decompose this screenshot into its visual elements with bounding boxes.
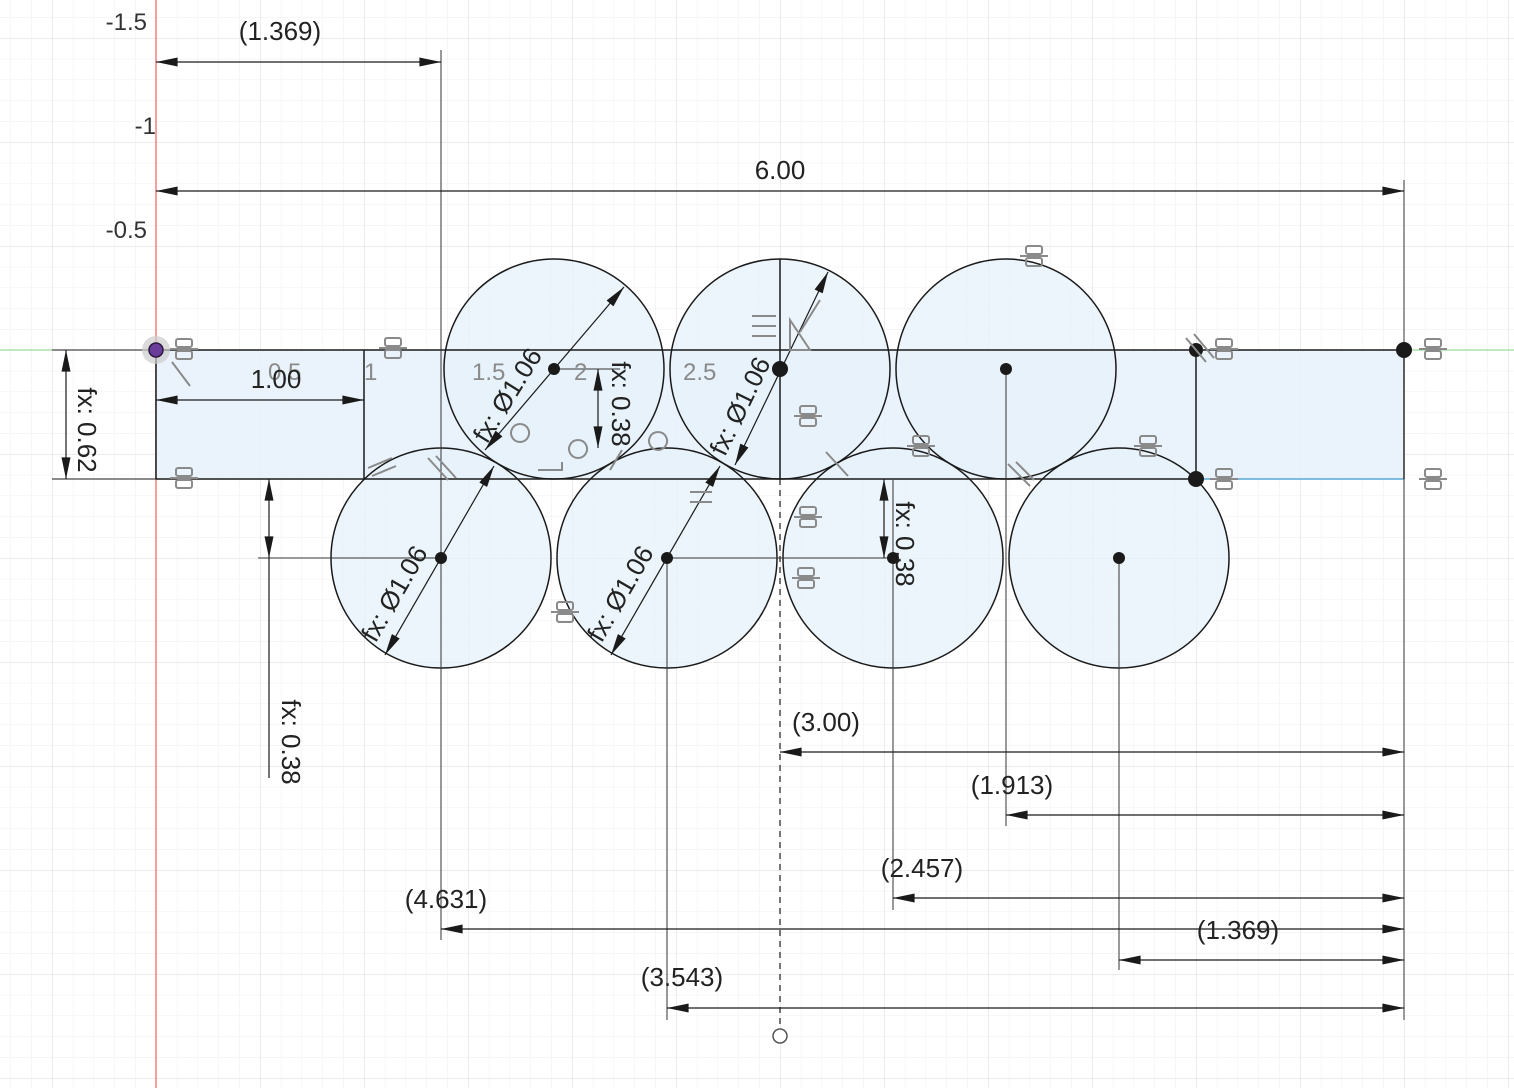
- point-corner-top-right[interactable]: [1396, 342, 1412, 358]
- ruler-label-neg-0-5: -0.5: [106, 217, 147, 244]
- dim-h-1-913[interactable]: (1.913): [971, 770, 1053, 800]
- grid-label-2: 2: [574, 359, 587, 386]
- tangent-icon[interactable]: [825, 451, 849, 477]
- midpoint-icon[interactable]: [789, 299, 821, 351]
- dim-strip-height[interactable]: fx: 0.62: [72, 387, 102, 472]
- tangent-icon[interactable]: [510, 423, 563, 471]
- point-circle-bottom-1-center[interactable]: [435, 552, 447, 564]
- origin-point[interactable]: [142, 336, 170, 364]
- parallel-icon[interactable]: [367, 457, 397, 477]
- ruler-label-neg-1-5: -1.5: [106, 9, 147, 36]
- grid-label-1-5: 1.5: [472, 359, 505, 386]
- parallel-icon[interactable]: [1185, 333, 1215, 363]
- point-circle-bottom-2-center[interactable]: [661, 552, 673, 564]
- dim-top-circle-offset[interactable]: fx: 0.38: [606, 361, 636, 446]
- parallel-icon[interactable]: [427, 455, 457, 481]
- equal-icon[interactable]: [752, 315, 776, 337]
- parallel-icon[interactable]: [1007, 461, 1035, 487]
- center-line-endpoint[interactable]: [772, 1028, 788, 1044]
- grid-label-1: 1: [364, 359, 377, 386]
- tangent-icon[interactable]: [568, 439, 623, 471]
- coincident-icon[interactable]: [171, 361, 191, 387]
- dim-top-offset[interactable]: (1.369): [239, 16, 321, 46]
- tangent-icon[interactable]: [690, 491, 712, 503]
- grid-label-0-5: 0.5: [268, 359, 301, 386]
- point-circle-top-3-center[interactable]: [1000, 363, 1012, 375]
- dim-h-2-457[interactable]: (2.457): [881, 853, 963, 883]
- dim-segment-width[interactable]: 1.00: [251, 364, 302, 394]
- ruler-label-neg-1: -1: [135, 113, 156, 140]
- point-circle-bottom-4-center[interactable]: [1113, 552, 1125, 564]
- dim-h-3-00[interactable]: (3.00): [792, 707, 860, 737]
- dim-h-1-369[interactable]: (1.369): [1197, 915, 1279, 945]
- point-circle-top-1-center[interactable]: [548, 363, 560, 375]
- dim-left-offset[interactable]: fx: 0.38: [276, 699, 306, 784]
- dim-bottom-circle-offset[interactable]: fx: 0.38: [890, 501, 920, 586]
- grid-label-2-5: 2.5: [683, 359, 716, 386]
- point-circle-bottom-3-center[interactable]: [887, 552, 899, 564]
- dim-h-3-543[interactable]: (3.543): [641, 962, 723, 992]
- constraint-glyphs: [169, 245, 1448, 623]
- dim-h-4-631[interactable]: (4.631): [405, 884, 487, 914]
- point-divider-bottom[interactable]: [1188, 471, 1204, 487]
- point-circle-top-2-center[interactable]: [772, 361, 788, 377]
- dim-overall-width[interactable]: 6.00: [755, 155, 806, 185]
- tangent-icon[interactable]: [648, 431, 669, 451]
